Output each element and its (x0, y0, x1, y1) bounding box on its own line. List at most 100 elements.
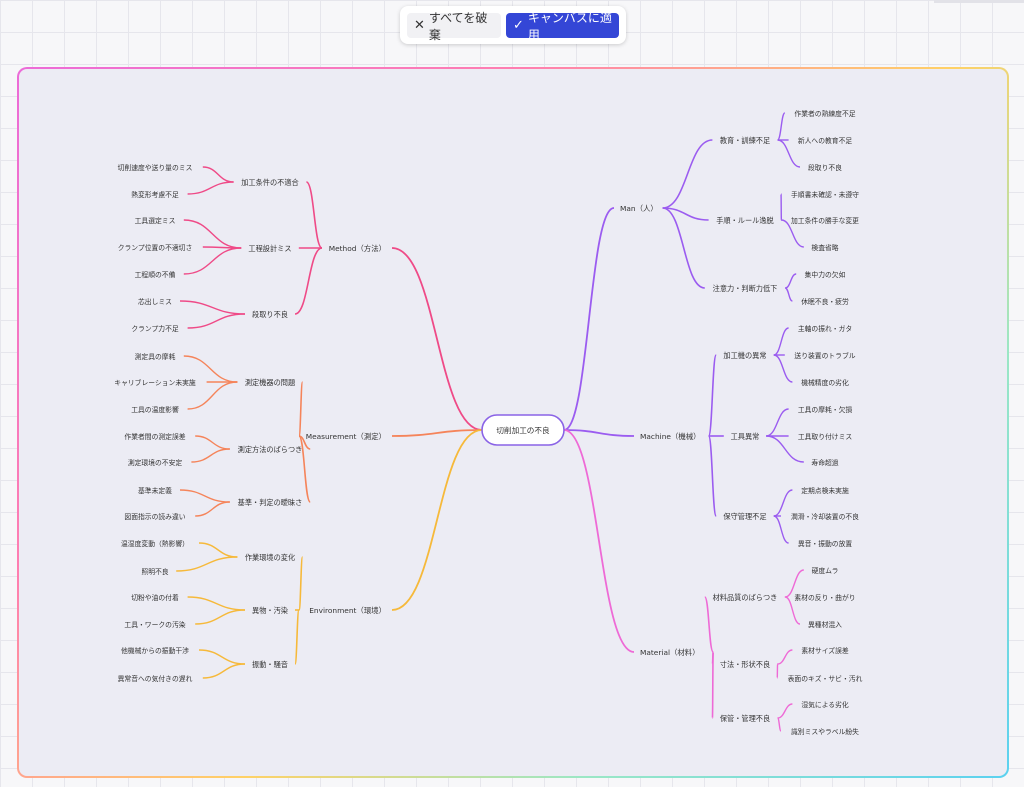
leaf-label[interactable]: 工具取り付けミス (798, 432, 853, 441)
main-branch-label[interactable]: Measurement（測定） (306, 432, 386, 441)
leaf-label[interactable]: 工具の温度影響 (131, 405, 179, 414)
leaf-connector (777, 139, 801, 168)
leaf-label[interactable]: 作業者間の測定誤差 (124, 432, 185, 441)
sub-branch-label[interactable]: 寸法・形状不良 (720, 660, 770, 669)
sub-branch-label[interactable]: 保守管理不足 (723, 512, 766, 521)
leaf-label[interactable]: 芯出しミス (138, 297, 172, 306)
leaf-label[interactable]: 加工条件の勝手な変更 (791, 216, 859, 225)
leaf-connector (191, 448, 230, 463)
leaf-label[interactable]: 異常音への気付きの遅れ (118, 674, 193, 683)
leaf-label[interactable]: 潤滑・冷却装置の不良 (791, 512, 859, 521)
sub-branch-connector (294, 247, 323, 315)
sub-branch-label[interactable]: 工具異常 (731, 432, 760, 441)
leaf-connector (195, 609, 246, 625)
leaf-label[interactable]: 測定環境の不安定 (128, 458, 183, 467)
sub-branch-label[interactable]: 振動・騒音 (252, 660, 288, 669)
leaf-label[interactable]: 熱変形考慮不足 (131, 190, 179, 199)
sub-branch-connector (662, 139, 713, 209)
leaf-connector (773, 354, 793, 383)
leaf-label[interactable]: 表面のキズ・サビ・汚れ (788, 674, 863, 683)
sub-branch-label[interactable]: 材料品質のばらつき (713, 593, 778, 602)
sub-branch-connector (298, 556, 304, 611)
leaf-label[interactable]: 工程順の不備 (135, 270, 176, 279)
main-branch-label[interactable]: Material（材料） (640, 648, 700, 657)
leaf-label[interactable]: 集中力の欠如 (805, 270, 846, 279)
leaf-label[interactable]: 工具の摩耗・欠損 (798, 405, 853, 414)
main-branch-label[interactable]: Method（方法） (329, 244, 386, 253)
leaf-label[interactable]: 切削速度や送り量のミス (118, 163, 193, 172)
leaf-label[interactable]: 主軸の振れ・ガタ (798, 324, 852, 333)
leaf-connector (773, 515, 789, 544)
leaf-connector (773, 327, 789, 356)
leaf-label[interactable]: 検査省略 (811, 243, 838, 252)
apply-to-canvas-button[interactable]: ✓ キャンバスに適用 (506, 11, 619, 42)
main-branch-label[interactable]: Man（人） (620, 204, 658, 213)
leaf-label[interactable]: 異音・振動の放置 (798, 539, 853, 548)
sub-branch-label[interactable]: 保管・管理不良 (720, 714, 770, 723)
sub-branch-label[interactable]: 工程設計ミス (248, 244, 291, 253)
leaf-connector (187, 181, 234, 195)
leaf-label[interactable]: 休眠不良・疲労 (801, 297, 849, 306)
leaf-label[interactable]: 測定具の摩耗 (135, 352, 176, 361)
leaf-label[interactable]: 工具選定ミス (135, 216, 176, 225)
leaf-label[interactable]: 工具・ワークの汚染 (124, 620, 185, 629)
sub-branch-label[interactable]: 注意力・判断力低下 (713, 284, 778, 293)
leaf-label[interactable]: 照明不良 (141, 567, 168, 576)
leaf-connector (176, 556, 238, 572)
leaf-connector (187, 313, 246, 329)
leaf-label[interactable]: 機械精度の劣化 (801, 378, 849, 387)
sub-branch-label[interactable]: 手順・ルール逸脱 (716, 216, 774, 225)
leaf-label[interactable]: 硬度ムラ (812, 566, 839, 575)
sub-branch-label[interactable]: 測定機器の問題 (245, 378, 295, 387)
leaf-connector (187, 381, 238, 410)
sub-branch-label[interactable]: 加工機の異常 (723, 351, 766, 360)
leaf-label[interactable]: 作業者の熟練度不足 (794, 109, 855, 118)
leaf-label[interactable]: クランプ力不足 (131, 324, 179, 333)
sub-branch-connector (711, 651, 714, 719)
leaf-label[interactable]: 素材サイズ誤差 (801, 646, 849, 655)
leaf-label[interactable]: 温湿度変動（熱影響） (121, 539, 189, 548)
center-node[interactable] (481, 414, 565, 446)
sub-branch-label[interactable]: 段取り不良 (252, 310, 288, 319)
leaf-label[interactable]: 定期点検未実施 (801, 486, 849, 495)
leaf-label[interactable]: 基準未定義 (138, 486, 172, 495)
main-branch-label[interactable]: Machine（機械） (640, 432, 701, 441)
leaf-label[interactable]: 湿気による劣化 (801, 700, 849, 709)
leaf-label[interactable]: 他機械からの振動干渉 (121, 646, 189, 655)
leaf-label[interactable]: 切粉や油の付着 (131, 593, 179, 602)
leaf-label[interactable]: 図面指示の読み違い (124, 512, 185, 521)
sub-branch-label[interactable]: 異物・汚染 (252, 606, 288, 615)
leaf-label[interactable]: 異種材混入 (808, 620, 842, 629)
discard-all-label: すべてを破棄 (428, 10, 488, 42)
sub-branch-label[interactable]: 基準・判定の曖昧さ (238, 498, 303, 507)
sub-branch-connector (305, 181, 323, 249)
discard-all-button[interactable]: ✕ すべてを破棄 (407, 11, 501, 42)
leaf-label[interactable]: 手順書未確認・未遵守 (791, 190, 859, 199)
leaf-label[interactable]: キャリブレーション未実施 (114, 378, 196, 387)
ai-result-toolbar: ✕ すべてを破棄 ✓ キャンバスに適用 (400, 6, 626, 44)
sub-branch-connector (704, 596, 714, 653)
leaf-label[interactable]: 送り装置のトラブル (794, 351, 855, 360)
sub-branch-connector (294, 609, 300, 665)
center-node-label[interactable]: 切削加工の不良 (496, 425, 550, 435)
leaf-connector (773, 489, 793, 517)
sub-branch-label[interactable]: 加工条件の不適合 (241, 178, 299, 187)
leaf-label[interactable]: 素材の反り・曲がり (794, 593, 855, 602)
leaf-label[interactable]: クランプ位置の不適切さ (118, 243, 193, 252)
leaf-connector (784, 596, 801, 625)
leaf-label[interactable]: 寿命超過 (811, 458, 838, 467)
leaf-connector (781, 219, 804, 248)
leaf-label[interactable]: 識別ミスやラベル紛失 (791, 727, 859, 736)
leaf-label[interactable]: 段取り不良 (808, 163, 842, 172)
sub-branch-label[interactable]: 測定方法のばらつき (238, 445, 303, 454)
leaf-label[interactable]: 新人への教育不足 (798, 136, 853, 145)
leaf-connector (183, 247, 242, 275)
leaf-connector (195, 435, 230, 450)
sub-branch-label[interactable]: 教育・訓練不足 (720, 136, 770, 145)
sub-branch-label[interactable]: 作業環境の変化 (245, 553, 295, 562)
sub-branch-connector (707, 435, 717, 517)
leaf-connector (776, 112, 786, 141)
main-branch-label[interactable]: Environment（環境） (309, 606, 386, 615)
leaf-connector (179, 300, 246, 315)
sub-branch-connector (298, 435, 311, 503)
